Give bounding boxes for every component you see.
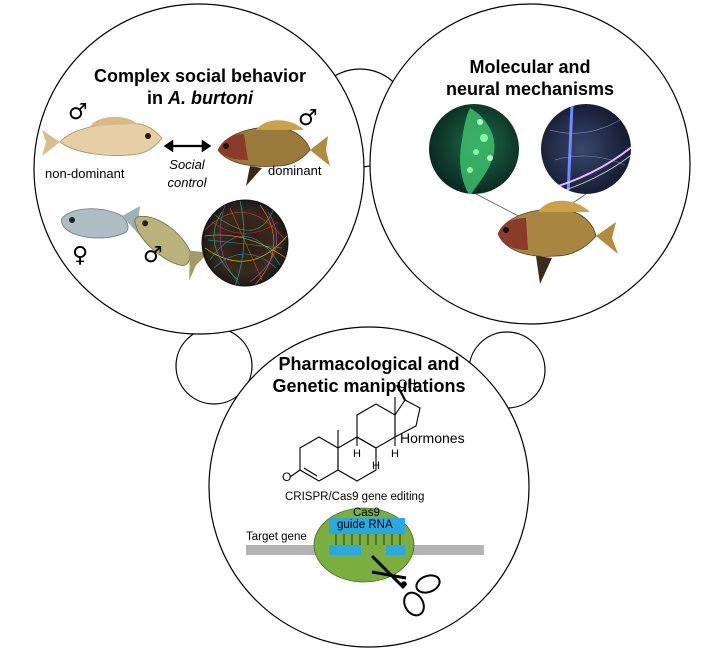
mechanisms-title-line1: Molecular and: [469, 57, 591, 77]
manipulations-panel-title: Pharmacological and Genetic manipulation…: [256, 353, 482, 397]
fish-icon: [217, 120, 330, 186]
species-name: A. burtoni: [168, 88, 253, 108]
behavior-title-line1: Complex social behavior: [93, 66, 307, 86]
h-label-1: H: [372, 460, 380, 472]
male-symbol-dominant: ♂: [298, 106, 318, 131]
h-label-2: H: [353, 448, 361, 460]
ketone-o-label: O: [282, 470, 291, 484]
oh-label: OH: [398, 377, 416, 391]
fish-icon: [134, 215, 209, 281]
female-symbol: ♀: [72, 243, 89, 268]
target-segment-left: [329, 545, 361, 555]
mechanisms-panel-title: Molecular and neural mechanisms: [420, 56, 640, 100]
microscopy-image-icon: [429, 104, 519, 194]
cas9-label: Cas9: [353, 507, 380, 519]
mechanisms-title-line2: neural mechanisms: [445, 79, 615, 99]
neuron-network-icon: [201, 199, 289, 287]
behavior-title-prefix: in: [147, 88, 168, 108]
dominant-label: dominant: [268, 163, 322, 178]
male-symbol-nondominant: ♂: [68, 100, 88, 125]
social-control-label: Social control: [164, 156, 210, 192]
manipulations-panel-circle: [208, 326, 530, 648]
nondominant-label: non-dominant: [45, 166, 125, 181]
steroid-structure-icon: [289, 384, 421, 482]
h-label-3: H: [391, 448, 399, 460]
manipulations-title-line1: Pharmacological and: [278, 354, 460, 374]
hormones-label: Hormones: [400, 430, 465, 446]
social-label: Social: [169, 157, 205, 172]
target-segment-right: [386, 545, 405, 555]
crispr-diagram: [246, 507, 484, 583]
target-gene-label: Target gene: [246, 531, 307, 543]
guide-rna-bar: [329, 518, 405, 534]
male-symbol-courting: ♂: [143, 243, 163, 268]
scissors-icon: [370, 554, 441, 617]
control-label: control: [167, 175, 207, 190]
behavior-panel-title: Complex social behavior in A. burtoni: [78, 65, 322, 109]
crispr-label: CRISPR/Cas9 gene editing: [285, 491, 425, 503]
mechanisms-panel-circle: [369, 3, 691, 325]
manipulations-title-line2: Genetic manipulations: [272, 376, 466, 396]
guide-rna-label: guide RNA: [337, 519, 393, 531]
fish-icon: [497, 200, 618, 284]
fish-icon: [42, 116, 163, 156]
double-arrow-icon: [163, 139, 212, 153]
behavior-title-line2: in A. burtoni: [78, 87, 322, 109]
